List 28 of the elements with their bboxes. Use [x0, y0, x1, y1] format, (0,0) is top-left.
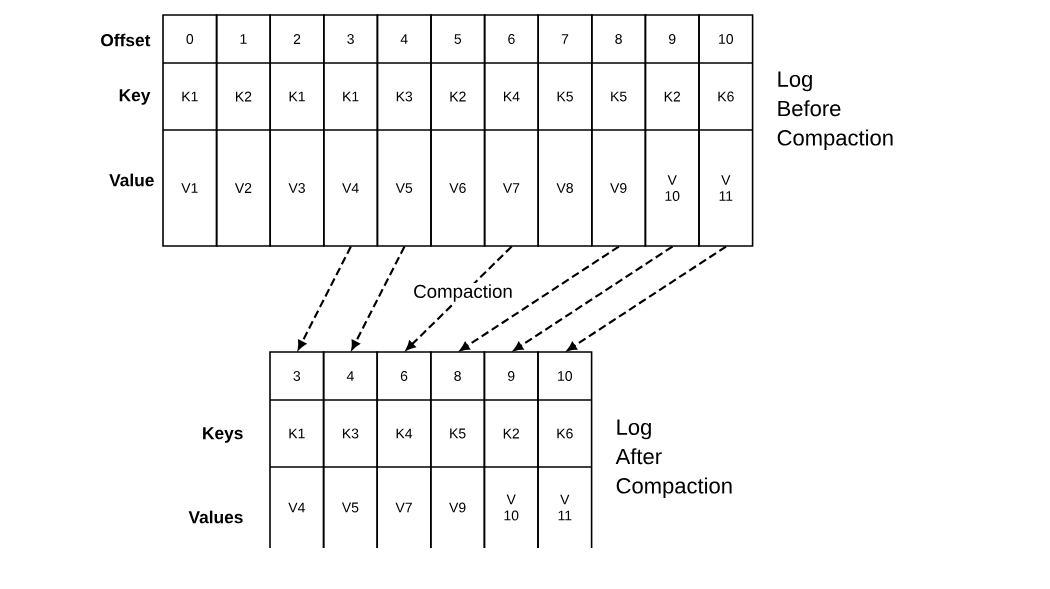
- arrow: [405, 245, 513, 351]
- table-column: 2 K1 V3: [269, 14, 325, 247]
- table-caption: Log After Compaction: [615, 419, 732, 498]
- arrow: [513, 245, 674, 351]
- table-column: 4 K3 V5: [322, 351, 378, 549]
- table-column: 4 K3 V5: [376, 14, 432, 247]
- table-column: 8 K5 V9: [591, 14, 647, 247]
- table-caption: Log Before Compaction: [777, 71, 893, 150]
- table-column: 10 K6 V 11: [537, 351, 593, 549]
- table-column: 9 K2 V 10: [644, 14, 700, 247]
- table-column: 1 K2 V2: [215, 14, 271, 247]
- table-column: 3 K1 V4: [323, 14, 379, 247]
- row-header: Keys: [203, 427, 243, 443]
- arrow: [459, 245, 620, 351]
- table-column: 9 K2 V 10: [483, 351, 539, 549]
- arrow: [567, 245, 727, 351]
- table-column: 0 K1 V1: [162, 14, 218, 247]
- table-column: 6 K4 V7: [376, 351, 432, 549]
- table-column: 6 K4 V7: [483, 14, 539, 247]
- process-label: Compaction: [411, 282, 515, 304]
- table-column: 10 K6 V 11: [698, 14, 754, 247]
- table-column: 8 K5 V9: [430, 351, 486, 549]
- arrow: [297, 246, 352, 350]
- arrow: [351, 246, 406, 350]
- table-column: 5 K2 V6: [430, 14, 486, 247]
- table-column: 3 K1 V4: [269, 351, 325, 549]
- row-header: Values: [188, 510, 243, 524]
- table-column: 7 K5 V8: [537, 14, 593, 247]
